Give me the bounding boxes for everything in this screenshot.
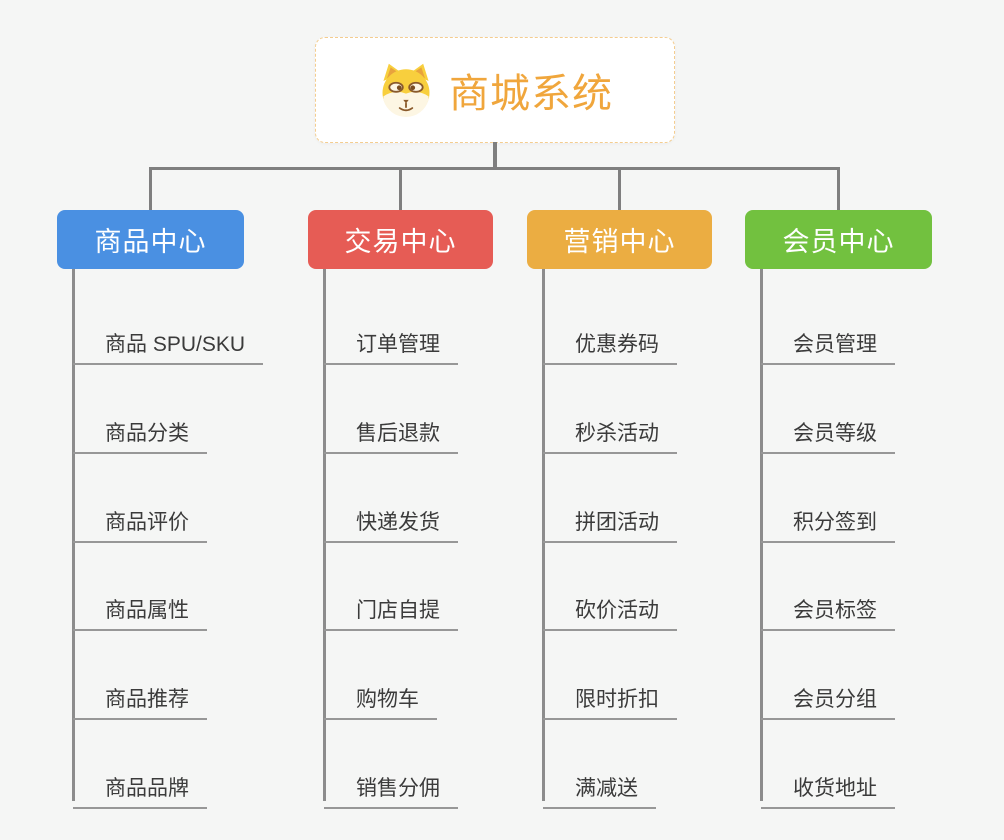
connector-trunk-2 xyxy=(542,269,545,801)
child-node[interactable]: 会员等级 xyxy=(761,398,895,454)
child-node[interactable]: 商品属性 xyxy=(73,575,207,632)
connector-bus xyxy=(149,167,840,170)
child-node[interactable]: 收货地址 xyxy=(761,753,895,809)
child-node-label: 优惠券码 xyxy=(575,333,659,356)
child-node[interactable]: 优惠券码 xyxy=(543,309,677,365)
child-node-label: 商品评价 xyxy=(105,510,189,534)
root-node[interactable]: 商城系统 xyxy=(315,37,675,143)
connector-drop-2 xyxy=(618,167,621,210)
child-node-label: 会员标签 xyxy=(793,599,877,623)
child-node-label: 商品分类 xyxy=(105,421,189,445)
child-node-label: 商品品牌 xyxy=(105,777,189,800)
child-node[interactable]: 会员管理 xyxy=(761,309,895,365)
connector-trunk-3 xyxy=(760,269,763,801)
child-node-label: 砍价活动 xyxy=(575,599,659,623)
root-title: 商城系统 xyxy=(449,72,613,116)
child-node[interactable]: 砍价活动 xyxy=(543,575,677,632)
child-node-label: 门店自提 xyxy=(356,599,440,623)
child-node-label: 销售分佣 xyxy=(356,777,440,800)
child-node-label: 拼团活动 xyxy=(575,510,659,534)
branch-header-2[interactable]: 营销中心 xyxy=(527,210,712,269)
branch-header-1[interactable]: 交易中心 xyxy=(308,210,493,269)
child-node[interactable]: 商品分类 xyxy=(73,398,207,454)
child-node[interactable]: 商品品牌 xyxy=(73,753,207,809)
child-node-label: 商品推荐 xyxy=(105,688,189,712)
child-node[interactable]: 商品推荐 xyxy=(73,664,207,721)
child-node-label: 限时折扣 xyxy=(575,688,659,712)
child-node-label: 积分签到 xyxy=(793,510,877,534)
child-node[interactable]: 积分签到 xyxy=(761,487,895,543)
child-node[interactable]: 售后退款 xyxy=(324,398,458,454)
child-node-label: 购物车 xyxy=(356,688,419,712)
child-node-label: 会员管理 xyxy=(793,333,877,356)
connector-drop-0 xyxy=(149,167,152,210)
child-node[interactable]: 拼团活动 xyxy=(543,487,677,543)
child-node[interactable]: 门店自提 xyxy=(324,575,458,632)
child-node[interactable]: 销售分佣 xyxy=(324,753,458,809)
child-node-label: 商品 SPU/SKU xyxy=(105,333,246,356)
connector-trunk-0 xyxy=(72,269,75,801)
child-node[interactable]: 商品 SPU/SKU xyxy=(73,309,264,365)
child-node-label: 会员分组 xyxy=(793,688,877,712)
child-node[interactable]: 快递发货 xyxy=(324,487,458,543)
child-node[interactable]: 秒杀活动 xyxy=(543,398,677,454)
child-node[interactable]: 订单管理 xyxy=(324,309,458,365)
child-node-label: 订单管理 xyxy=(356,333,440,356)
child-node[interactable]: 会员标签 xyxy=(761,575,895,632)
child-node[interactable]: 购物车 xyxy=(324,664,437,721)
branch-header-0[interactable]: 商品中心 xyxy=(57,210,244,269)
child-node-label: 快递发货 xyxy=(356,510,440,534)
child-node[interactable]: 会员分组 xyxy=(761,664,895,721)
child-node[interactable]: 满减送 xyxy=(543,753,656,809)
child-node-label: 满减送 xyxy=(575,777,638,800)
branch-header-3[interactable]: 会员中心 xyxy=(745,210,932,269)
child-node-label: 秒杀活动 xyxy=(575,421,659,445)
connector-root-stub xyxy=(493,142,497,170)
connector-trunk-1 xyxy=(323,269,326,801)
child-node-label: 会员等级 xyxy=(793,421,877,445)
shiba-dog-icon xyxy=(377,62,435,118)
connector-drop-1 xyxy=(399,167,402,210)
child-node-label: 售后退款 xyxy=(356,421,440,445)
connector-drop-3 xyxy=(837,167,840,210)
child-node-label: 商品属性 xyxy=(105,599,189,623)
child-node[interactable]: 商品评价 xyxy=(73,487,207,543)
child-node[interactable]: 限时折扣 xyxy=(543,664,677,721)
child-node-label: 收货地址 xyxy=(793,777,877,800)
